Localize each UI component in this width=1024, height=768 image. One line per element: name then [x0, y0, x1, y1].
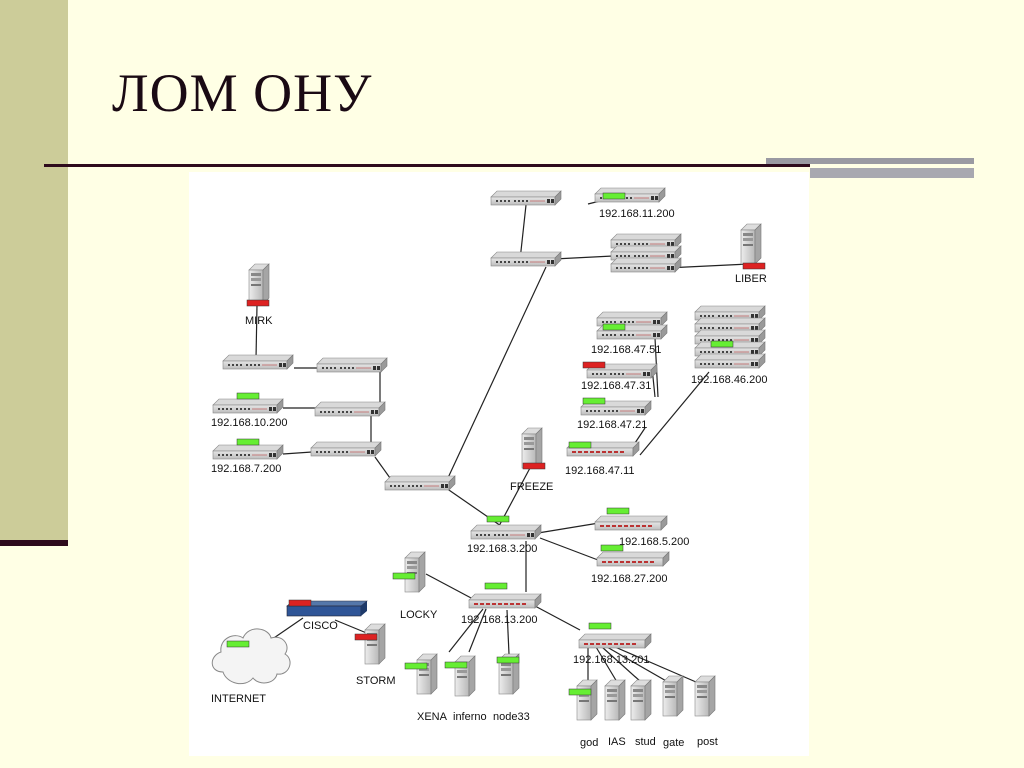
title-rule-accent: [766, 158, 974, 164]
label-192-168-47-11: 192.168.47.11: [565, 465, 635, 477]
switch-top: [490, 190, 562, 206]
label-192-168-13-200: 192.168.13.200: [461, 614, 537, 626]
label-freeze: FREEZE: [510, 481, 553, 493]
label-post: post: [697, 736, 718, 748]
switch-3-200: [470, 524, 542, 540]
label-liber: LIBER: [735, 273, 767, 285]
label-192-168-47-21: 192.168.47.21: [577, 419, 647, 431]
label-internet: INTERNET: [211, 693, 266, 705]
server-post: [694, 675, 716, 717]
label-node33: node33: [493, 711, 530, 723]
internet-cloud-icon: [211, 628, 291, 685]
switch-27-200: [596, 551, 670, 567]
server-xena: [416, 653, 438, 695]
label-192-168-46-200: 192.168.46.200: [691, 374, 767, 386]
server-liber: [740, 223, 762, 265]
label-locky: LOCKY: [400, 609, 438, 621]
network-diagram: 192.168.11.200 LIBER MIRK 192.168.47.51 …: [189, 172, 809, 756]
switch-mirk: [222, 354, 294, 370]
switch-core-upper: [490, 251, 562, 267]
server-mirk: [248, 263, 270, 305]
label-192-168-7-200: 192.168.7.200: [211, 463, 281, 475]
switch-mirk-uplink: [316, 357, 388, 373]
switch-13-201: [578, 633, 652, 649]
label-inferno: inferno: [453, 711, 487, 723]
label-god: god: [580, 737, 598, 749]
left-accent-bar: [0, 0, 68, 540]
label-192-168-5-200: 192.168.5.200: [619, 536, 689, 548]
label-192-168-27-200: 192.168.27.200: [591, 573, 667, 585]
label-192-168-13-201: 192.168.13.201: [573, 654, 649, 666]
label-gate: gate: [663, 737, 684, 749]
slide-title: ЛОМ ОНУ: [112, 63, 373, 123]
label-stud: stud: [635, 736, 656, 748]
left-accent-bar-shadow: [0, 540, 68, 546]
server-god: [576, 679, 598, 721]
server-ias: [604, 679, 626, 721]
switch-10-uplink: [314, 401, 386, 417]
switch-5-200: [594, 515, 668, 531]
switch-core-middle: [384, 475, 456, 491]
switch-7-200: [212, 444, 284, 460]
switch-stack-liber: [610, 233, 682, 273]
label-192-168-3-200: 192.168.3.200: [467, 543, 537, 555]
server-gate: [662, 675, 684, 717]
label-mirk: MIRK: [245, 315, 273, 327]
label-192-168-10-200: 192.168.10.200: [211, 417, 287, 429]
switch-10-200: [212, 398, 284, 414]
label-192-168-47-31: 192.168.47.31: [581, 380, 651, 392]
label-ias: IAS: [608, 736, 626, 748]
server-freeze: [521, 427, 543, 469]
server-locky: [404, 551, 426, 593]
label-storm: STORM: [356, 675, 396, 687]
server-storm: [364, 623, 386, 665]
switch-13-200: [468, 593, 542, 609]
label-xena: XENA: [417, 711, 448, 723]
label-cisco: CISCO: [303, 620, 338, 632]
title-rule-accent-lower: [810, 168, 974, 178]
label-192-168-47-51: 192.168.47.51: [591, 344, 661, 356]
status-indicators: [226, 192, 766, 696]
server-stud: [630, 679, 652, 721]
label-192-168-11-200: 192.168.11.200: [599, 208, 675, 220]
switch-stack-46-200: [694, 305, 766, 369]
switch-7-uplink: [310, 441, 382, 457]
title-rule: [44, 164, 810, 167]
